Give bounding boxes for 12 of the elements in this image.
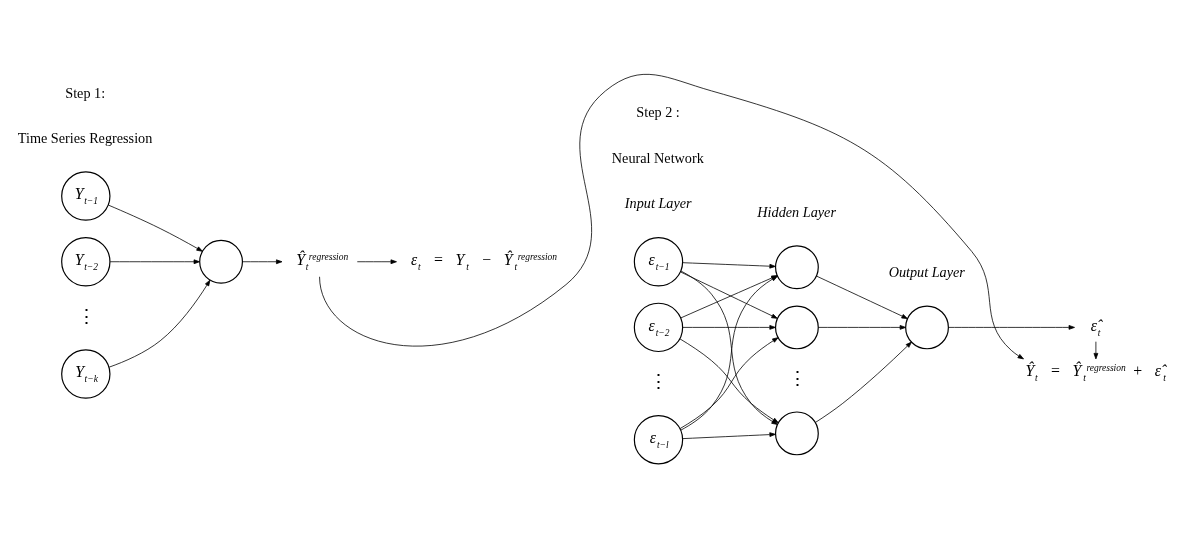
label: ⋮ — [76, 305, 96, 327]
label: ⋮ — [787, 368, 807, 390]
label: Input Layer — [624, 195, 692, 212]
label: Hidden Layer — [757, 203, 836, 220]
node-text: ε̂$_{t}$ — [1090, 316, 1101, 338]
label: Output Layer — [888, 264, 965, 281]
node-text: Ŷ$_{t}$ = Ŷ$_{t}$$^{regression}$ + ε̂$_{t}$ — [1025, 362, 1166, 384]
label: Step 2 : — [636, 104, 680, 121]
label: Time Series Regression — [17, 130, 153, 147]
label: Step 1: — [65, 84, 106, 101]
label: ⋮ — [649, 371, 669, 393]
label: Neural Network — [611, 150, 704, 167]
